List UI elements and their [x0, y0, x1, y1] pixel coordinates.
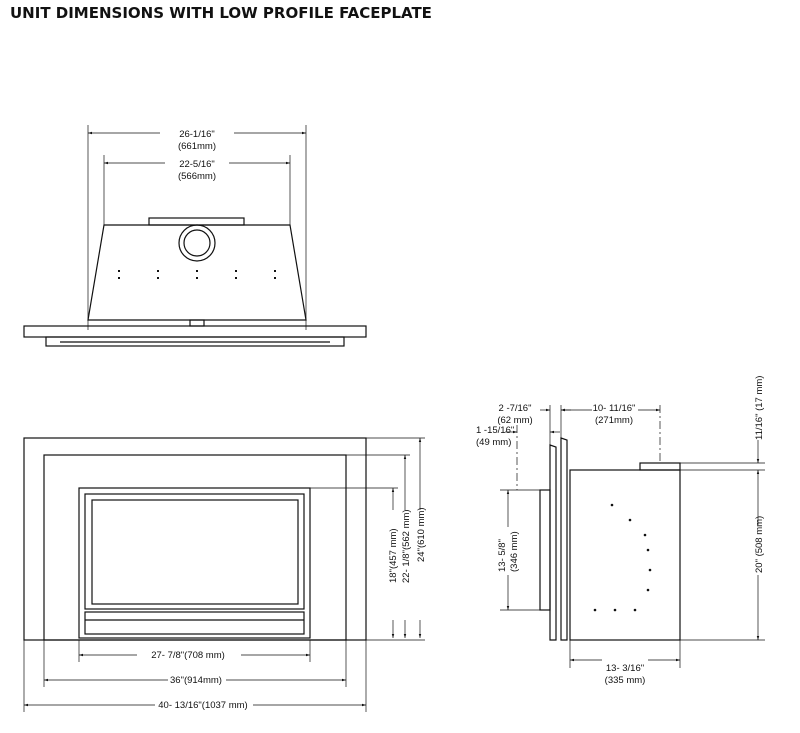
side-height-13: 13- 5/8" [497, 539, 508, 572]
diagram-title: UNIT DIMENSIONS WITH LOW PROFILE FACEPLA… [10, 4, 432, 22]
side-d2-mm: (62 mm) [497, 415, 532, 426]
side-d1-mm: (49 mm) [476, 437, 511, 448]
top-outer-width-mm: (661mm) [178, 141, 216, 152]
side-depth: 13- 3/16" [606, 663, 644, 674]
side-view: 2 -7/16" (62 mm) 10- 11/16" (271mm) 1 -1… [476, 376, 766, 686]
inner-width: 36"(914mm) [170, 675, 222, 686]
top-outer-width: 26-1/16" [179, 129, 215, 140]
top-inner-width: 22-5/16" [179, 159, 215, 170]
side-d3-mm: (271mm) [595, 415, 633, 426]
height-22: 22- 1/8"(562 mm) [401, 509, 412, 583]
firebox-width: 27- 7/8"(708 mm) [151, 650, 225, 661]
side-height-20: 20" (508 mm) [754, 516, 765, 573]
side-height-13-mm: (346 mm) [509, 531, 520, 572]
collar-height: 11/16" (17 mm) [754, 376, 765, 440]
top-inner-width-mm: (566mm) [178, 171, 216, 182]
side-d3: 10- 11/16" [593, 403, 636, 414]
side-depth-mm: (335 mm) [605, 675, 646, 686]
top-view: 26-1/16" (661mm) 22-5/16" (566mm) [23, 125, 367, 347]
side-d1: 1 -15/16" [476, 425, 514, 436]
height-24: 24"(610 mm) [416, 507, 427, 562]
height-18: 18"(457 mm) [388, 528, 399, 583]
overall-width: 40- 13/16"(1037 mm) [158, 700, 247, 711]
front-view: 18"(457 mm) 22- 1/8"(562 mm) 24"(610 mm)… [23, 437, 427, 712]
side-d2: 2 -7/16" [499, 403, 532, 414]
